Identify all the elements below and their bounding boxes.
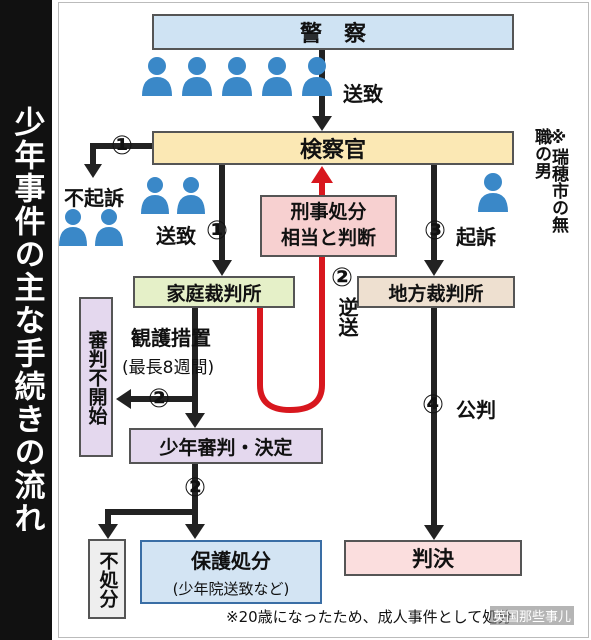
label-public-trial: 公判 <box>456 398 496 422</box>
person-icon <box>59 209 87 246</box>
diagram-frame <box>58 2 589 638</box>
label-indictment: 起訴 <box>456 225 496 249</box>
label-num4: ④ <box>422 390 445 420</box>
diagram-title: 少年事件の主な手続きの流れ <box>8 105 45 535</box>
label-num2-dispositions: ② <box>184 473 207 503</box>
label-num2-no-trial: ② <box>148 384 171 414</box>
person-icon <box>142 57 172 96</box>
group-family-persons <box>140 176 206 214</box>
box-verdict: 判決 <box>344 540 522 576</box>
box-prosecutor: 検察官 <box>152 131 514 165</box>
person-icon <box>222 57 252 96</box>
box-no-disposition: 不処分 <box>88 539 126 619</box>
sidebar-title-panel: 少年事件の主な手続きの流れ <box>0 0 52 640</box>
box-police: 警 察 <box>152 14 514 50</box>
box-criminal-judgment: 刑事処分 相当と判断 <box>260 195 397 257</box>
arrow-prosecutor-to-no-prosecution <box>84 143 152 178</box>
label-sending-family: 送致 <box>156 224 196 248</box>
protective-disposition-note: (少年院送致など) <box>172 580 290 598</box>
label-observation-protection: 観護措置 <box>131 326 211 350</box>
protective-disposition-title: 保護処分 <box>191 549 271 573</box>
box-district-court: 地方裁判所 <box>357 276 515 308</box>
box-protective-disposition: 保護処分 (少年院送致など) <box>140 540 322 604</box>
person-icon <box>262 57 292 96</box>
box-family-court: 家庭裁判所 <box>133 276 295 308</box>
side-note: ※瑞穂市の無職の男 <box>531 128 568 233</box>
label-reverse-sending: 逆送 <box>335 297 359 337</box>
label-num3: ③ <box>424 216 447 246</box>
label-sending: 送致 <box>343 82 383 106</box>
single-indictment-person <box>477 172 509 216</box>
arrow-trial-to-dispositions <box>98 464 205 539</box>
person-icon <box>95 209 123 246</box>
watermark: 英国那些事儿 <box>490 606 575 625</box>
arrow-to-no-trial-start <box>116 389 195 409</box>
arrow-prosecutor-to-family-court <box>212 165 232 276</box>
label-num2-reverse: ② <box>331 263 354 293</box>
group-no-prosecution-persons <box>58 208 124 246</box>
person-icon <box>182 57 212 96</box>
label-no-prosecution: 不起訴 <box>64 186 124 210</box>
arrow-district-to-verdict <box>424 308 444 540</box>
box-no-trial-start: 審判不開始 <box>79 297 113 457</box>
person-icon <box>177 177 205 214</box>
arrow-prosecutor-to-district-court <box>424 165 444 276</box>
box-juvenile-trial: 少年審判・決定 <box>129 428 323 464</box>
label-max-weeks: (最長8週間) <box>122 358 215 378</box>
person-icon <box>302 57 332 96</box>
arrow-reverse-sending <box>257 166 333 414</box>
person-icon <box>141 177 169 214</box>
group-top-persons <box>140 56 334 96</box>
person-icon <box>478 173 508 212</box>
label-num1-family: ① <box>206 216 229 246</box>
footnote: ※20歳になったため、成人事件として処分 <box>226 608 513 626</box>
label-num1-top: ① <box>111 131 134 161</box>
